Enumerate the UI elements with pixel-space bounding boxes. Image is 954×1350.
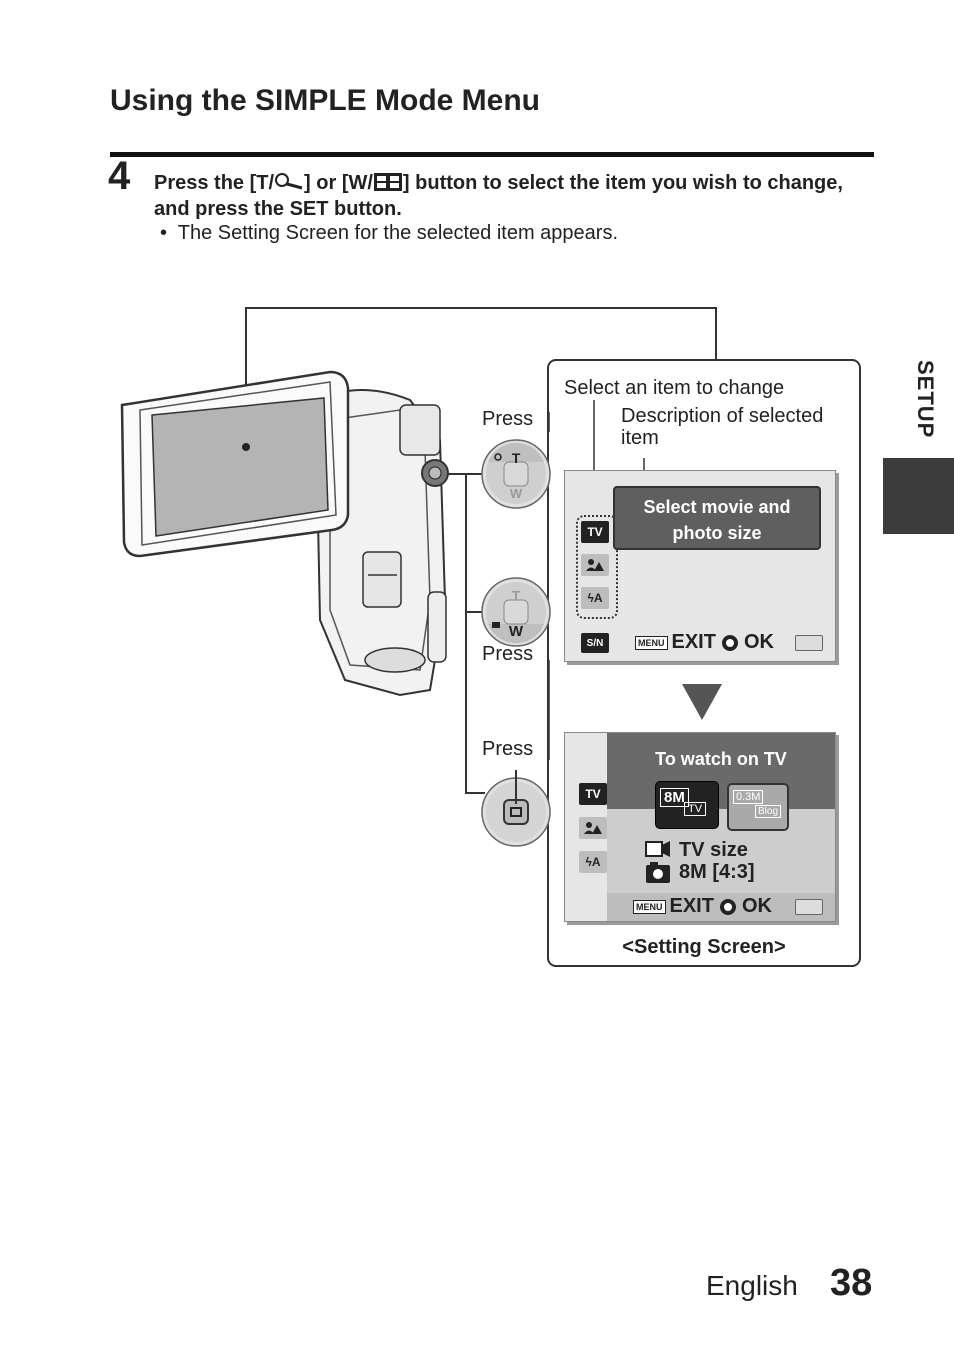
bottom-bar-2: MENU EXIT OK [633,895,772,918]
instruction-text-1: Press the [T/ [154,172,275,194]
flash-auto-icon[interactable]: ϟA [581,587,609,609]
dpad-icon [721,634,738,651]
description-line-2: photo size [672,523,762,543]
tv-mode-icon-2[interactable]: TV [579,783,607,805]
svg-text:T: T [512,588,520,603]
tv-mode-icon[interactable]: TV [581,521,609,543]
press-label-2: Press [482,643,534,665]
option-03m-blog[interactable]: 0.3M Blog [727,783,789,831]
instruction-text-2: ] or [W/ [304,172,373,194]
instruction-text-3: ] button to select the item you wish to … [154,172,843,220]
option-8m-sub: TV [684,802,707,816]
icon-selector-frame [576,515,618,619]
options-title: To watch on TV [655,749,787,769]
exit-label-2[interactable]: EXIT [669,895,714,917]
ok-label-2[interactable]: OK [741,895,772,917]
page-title: Using the SIMPLE Mode Menu [110,84,541,117]
exit-label[interactable]: EXIT [671,631,716,653]
setting-screen-caption: <Setting Screen> [622,936,786,958]
option-03m-label: 0.3M [733,790,764,804]
screen-1: TV ϟA Select movie and photo size S/N ME… [564,470,836,662]
side-tab-label: SETUP [913,360,938,439]
battery-icon-2 [795,899,823,915]
connector-line [447,473,485,794]
camera-illustration [120,370,449,697]
dial-press-w: T W [481,577,551,647]
bottom-bar: MENU EXIT OK [635,631,774,654]
flash-auto-icon-2[interactable]: ϟA [579,851,607,873]
press-label-3: Press [482,738,534,760]
callout-description: Description of selected item [621,405,824,449]
bullet-text: The Setting Screen for the selected item… [177,222,619,244]
menu-icon-2[interactable]: MENU [633,899,666,914]
callout-select-item: Select an item to change [564,377,785,399]
ok-label[interactable]: OK [743,631,774,653]
option-8m-tv[interactable]: 8M TV [655,781,719,829]
setting-screen-frame [547,359,861,967]
bullet-note: • The Setting Screen for the selected it… [160,222,619,244]
quality-badge: S/N [581,633,609,653]
battery-icon [795,635,823,651]
dial-press-set [481,770,551,847]
options-header: To watch on TV [607,733,835,809]
portrait-icon[interactable] [581,554,609,576]
dpad-icon-2 [719,898,736,915]
menu-icon[interactable]: MENU [635,635,668,650]
movie-size-line: TV size [679,839,748,861]
svg-text:T: T [512,450,521,466]
arrow-down-icon [682,684,722,720]
step-number: 4 [108,154,131,198]
screen-2: TV ϟA To watch on TV 8M TV 0.3M Blog TV … [564,732,836,922]
zoom-wide-icon [373,173,402,191]
callout-line-lcd [245,307,717,445]
description-box: Select movie and photo size [613,486,821,550]
photo-size-line: 8M [4:3] [679,861,755,883]
option-03m-sub: Blog [755,805,782,818]
side-tab-block [883,458,954,534]
portrait-icon-2[interactable] [579,817,607,839]
step-instruction: Press the [T/ ] or [W/] button to select … [154,170,874,222]
movie-photo-icons [645,841,670,883]
dial-press-t: T W [481,439,551,509]
svg-text:W: W [509,623,524,640]
press-label-1: Press [482,408,534,430]
title-rule [110,152,874,157]
option-8m-label: 8M [660,788,689,807]
description-line-1: Select movie and [643,497,791,517]
diagram-graphics: T W T W [120,307,861,967]
svg-text:W: W [510,486,523,501]
page-number: 38 [830,1262,873,1304]
footer-language: English [706,1270,798,1301]
zoom-tele-icon [275,173,303,190]
